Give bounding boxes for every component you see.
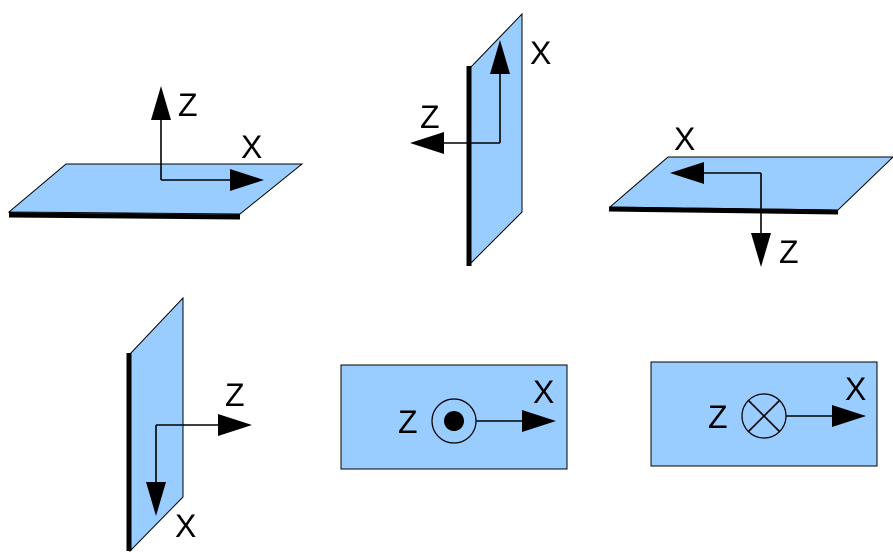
x-label: X (241, 129, 262, 165)
plane (469, 12, 523, 266)
z-label: Z (178, 87, 198, 123)
x-arrowhead (670, 162, 704, 184)
z-arrowhead (218, 414, 252, 436)
panel-vertical-z-left: X Z (410, 12, 551, 266)
x-arrowhead (146, 482, 166, 516)
x-arrowhead (230, 169, 264, 191)
x-label: X (674, 121, 695, 157)
panel-horizontal-z-down: X Z (608, 121, 893, 270)
plane-edge (608, 206, 839, 215)
z-label: Z (225, 377, 245, 413)
panel-front-z-out: Z X (340, 364, 568, 470)
x-label: X (530, 35, 551, 71)
z-arrowhead (151, 86, 171, 120)
panel-vertical-x-down: Z X (126, 296, 252, 552)
z-label: Z (779, 234, 799, 270)
x-arrowhead (522, 410, 556, 432)
z-arrowhead (410, 132, 444, 154)
x-label: X (845, 371, 866, 407)
z-out-of-page-dot (444, 411, 464, 431)
x-arrowhead (490, 40, 510, 74)
z-label: Z (708, 399, 728, 435)
plane (7, 163, 304, 215)
x-label: X (175, 508, 196, 544)
plane (608, 156, 893, 211)
plane-edge (8, 212, 241, 220)
z-into-page-cross-b (747, 399, 781, 433)
z-arrowhead (751, 233, 771, 267)
z-label: Z (420, 99, 440, 135)
x-label: X (533, 374, 554, 410)
x-arrowhead (832, 405, 866, 427)
panel-horizontal-z-up: Z X (7, 86, 304, 220)
z-label: Z (398, 404, 418, 440)
panel-front-z-in: Z X (650, 361, 878, 467)
